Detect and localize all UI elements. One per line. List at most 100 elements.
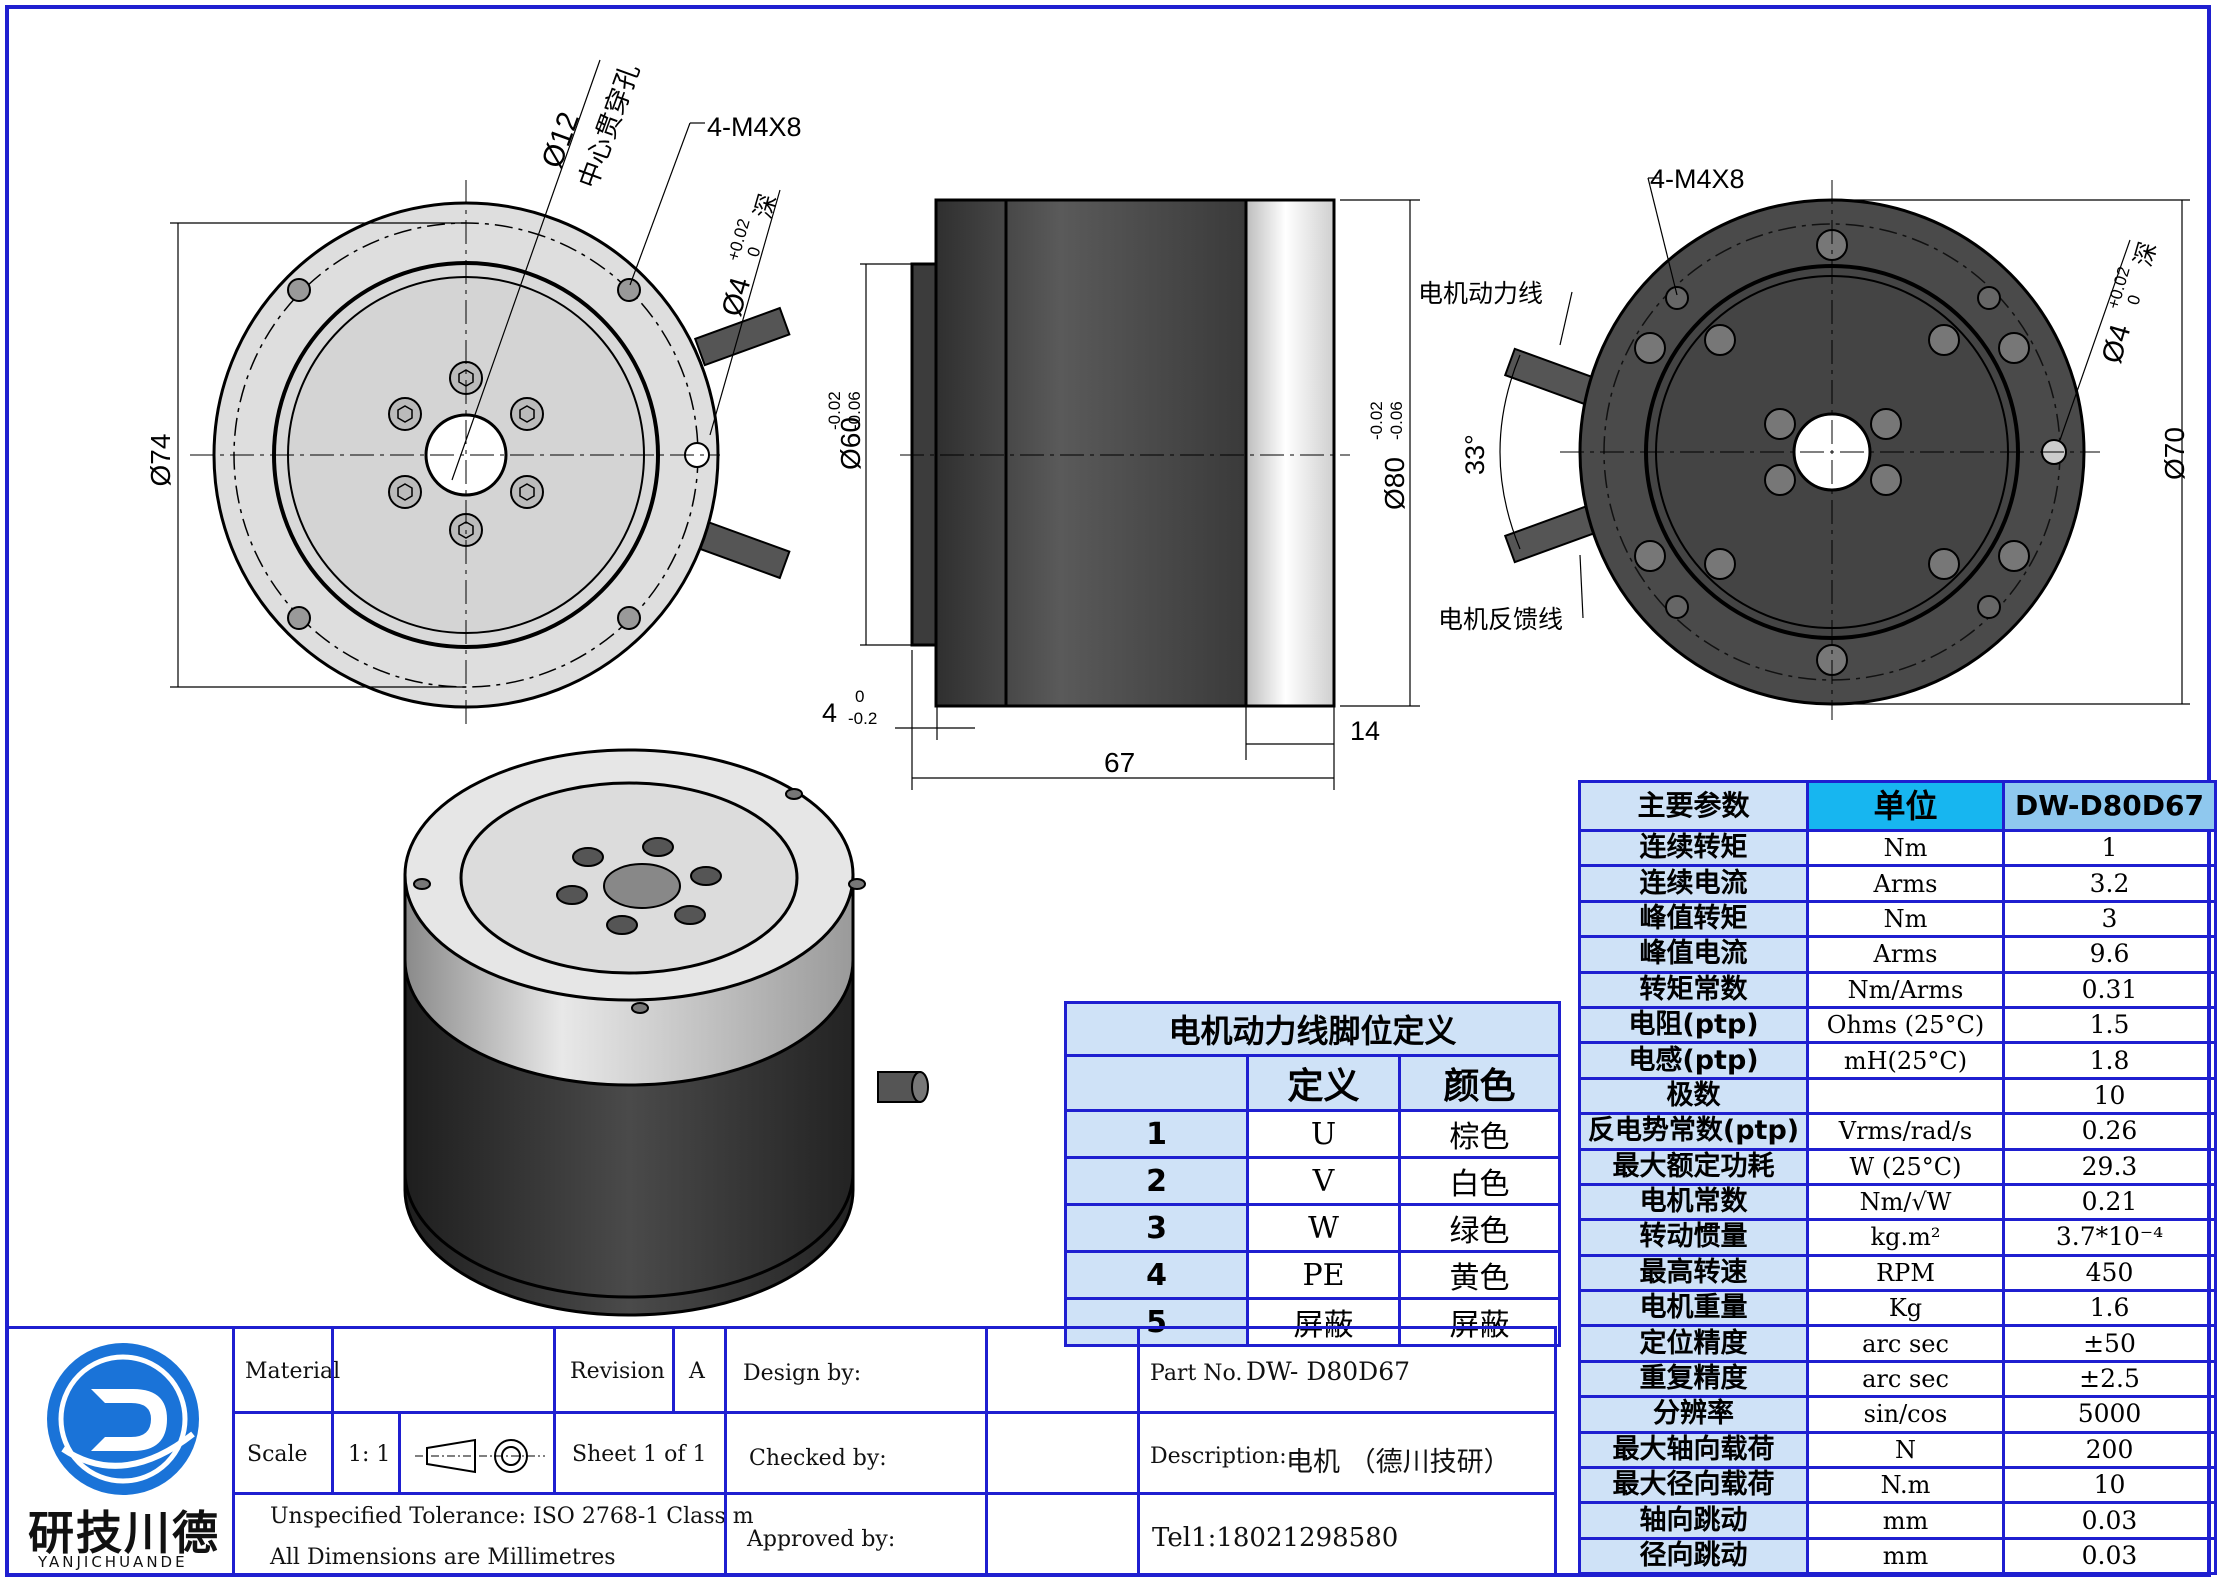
material-value-cell [331, 1326, 556, 1414]
pin-number: 3 [1064, 1203, 1249, 1253]
projection-symbol-icon [415, 1438, 545, 1474]
dim-rear-pin-depth: 深 [2130, 239, 2163, 270]
dim-side-step: 4 [822, 698, 837, 728]
spec-param: 定位精度 [1578, 1324, 1809, 1363]
company-logo-icon [47, 1343, 199, 1495]
dimension-note: All Dimensions are Millimetres [270, 1545, 616, 1570]
spec-param: 峰值转矩 [1578, 899, 1809, 939]
pin-number: 4 [1064, 1250, 1249, 1300]
revision-value-cell: A [672, 1326, 727, 1414]
design-by-cell: Design by: [724, 1326, 988, 1414]
pin-definition: W [1246, 1203, 1401, 1253]
spec-param: 转动惯量 [1578, 1218, 1809, 1257]
pin-number: 5 [1064, 1297, 1249, 1347]
projection-cell [398, 1411, 556, 1495]
spec-unit: Kg [1806, 1289, 2005, 1328]
rear-power-cable-label: 电机动力线 [1418, 280, 1543, 308]
tel-cell: Tel1:18021298580 [1137, 1492, 1557, 1577]
dim-front-thread: 4-M4X8 [707, 112, 802, 142]
table-row: 电感(ptp)mH(25°C)1.8 [1578, 1041, 2217, 1080]
spec-param: 最大轴向载荷 [1578, 1430, 1809, 1470]
dim-rear-pin: Ø4 [2096, 321, 2137, 367]
isometric-view [403, 748, 929, 1317]
scale-value-cell: 1: 1 [331, 1411, 401, 1495]
design-by-label: Design by: [743, 1361, 862, 1386]
spec-unit: Arms [1806, 935, 2005, 974]
spec-param: 最高转速 [1578, 1253, 1809, 1293]
spec-param: 分辨率 [1578, 1395, 1809, 1434]
sheet-label: Sheet 1 of 1 [572, 1442, 707, 1467]
spec-unit [1806, 1076, 2005, 1116]
dim-front-pin-depth: 深 [750, 191, 783, 222]
spec-param: 电阻(ptp) [1578, 1005, 1809, 1045]
checked-by-label: Checked by: [749, 1446, 887, 1471]
pin-table-title: 电机动力线脚位定义 [1063, 1001, 1562, 1057]
pin-color: 棕色 [1397, 1109, 1562, 1159]
spec-param: 最大径向载荷 [1578, 1466, 1809, 1505]
spec-value: 1.5 [2002, 1005, 2217, 1045]
spec-unit: Arms [1806, 864, 2005, 903]
revision-value: A [689, 1359, 705, 1384]
spec-value: 0.31 [2002, 970, 2217, 1009]
pin-color: 屏蔽 [1397, 1297, 1562, 1347]
pin-color: 绿色 [1397, 1203, 1562, 1253]
spec-param: 电机重量 [1578, 1289, 1809, 1328]
dim-rear-dia-70: Ø70 [2159, 427, 2190, 480]
spec-value: 1 [2002, 828, 2217, 868]
revision-label-cell: Revision [553, 1326, 675, 1414]
spec-unit: Nm/Arms [1806, 970, 2005, 1009]
spec-param: 电机常数 [1578, 1182, 1809, 1222]
pin-color: 黄色 [1397, 1250, 1562, 1300]
dim-side-dia-60-tol-upper: -0.02 [825, 391, 844, 430]
spec-param: 反电势常数(ptp) [1578, 1112, 1809, 1151]
description-label: Description: [1150, 1444, 1287, 1469]
material-label-cell: Material [232, 1326, 340, 1414]
dim-side-ring-width: 14 [1350, 716, 1380, 746]
spec-value: 0.03 [2002, 1536, 2217, 1576]
dim-side-step-tol-upper: 0 [855, 687, 864, 706]
spec-unit: arc sec [1806, 1324, 2005, 1363]
dim-front-dia-74: Ø74 [145, 434, 176, 487]
pin-definition: 屏蔽 [1246, 1297, 1401, 1347]
approved-sign-cell [985, 1492, 1140, 1577]
pin-number: 1 [1064, 1109, 1249, 1159]
side-ring [1244, 198, 1336, 708]
cable-lower [693, 519, 791, 580]
spec-param: 连续转矩 [1578, 828, 1809, 868]
dim-front-pin: Ø4 [716, 274, 757, 320]
description-value: 电机 （德川技研） [1286, 1447, 1511, 1478]
spec-param: 转矩常数 [1578, 970, 1809, 1009]
spec-unit: arc sec [1806, 1359, 2005, 1399]
dim-rear-thread: 4-M4X8 [1650, 164, 1745, 194]
description-cell: Description: 电机 （德川技研） [1137, 1411, 1557, 1495]
spec-param: 最大额定功耗 [1578, 1147, 1809, 1186]
spec-value: 1.6 [2002, 1289, 2217, 1328]
table-row: 极数 10 [1578, 1076, 2217, 1116]
spec-value: 10 [2002, 1076, 2217, 1116]
front-view: Ø74 Ø12 中心贯穿孔 4-M4X8 Ø4 +0.02 0 深 [145, 60, 802, 730]
spec-value: 3.2 [2002, 864, 2217, 903]
pin-header-blank [1064, 1054, 1249, 1112]
logo-text: 研技川德 [28, 1506, 220, 1560]
approved-by-cell: Approved by: [724, 1492, 988, 1577]
spec-value: 10 [2002, 1466, 2217, 1505]
checked-by-cell: Checked by: [724, 1411, 988, 1495]
center-hole [424, 413, 508, 497]
pin-definition: PE [1246, 1250, 1401, 1300]
spec-param: 极数 [1578, 1076, 1809, 1116]
spec-param: 轴向跳动 [1578, 1501, 1809, 1540]
side-body [934, 198, 1248, 708]
